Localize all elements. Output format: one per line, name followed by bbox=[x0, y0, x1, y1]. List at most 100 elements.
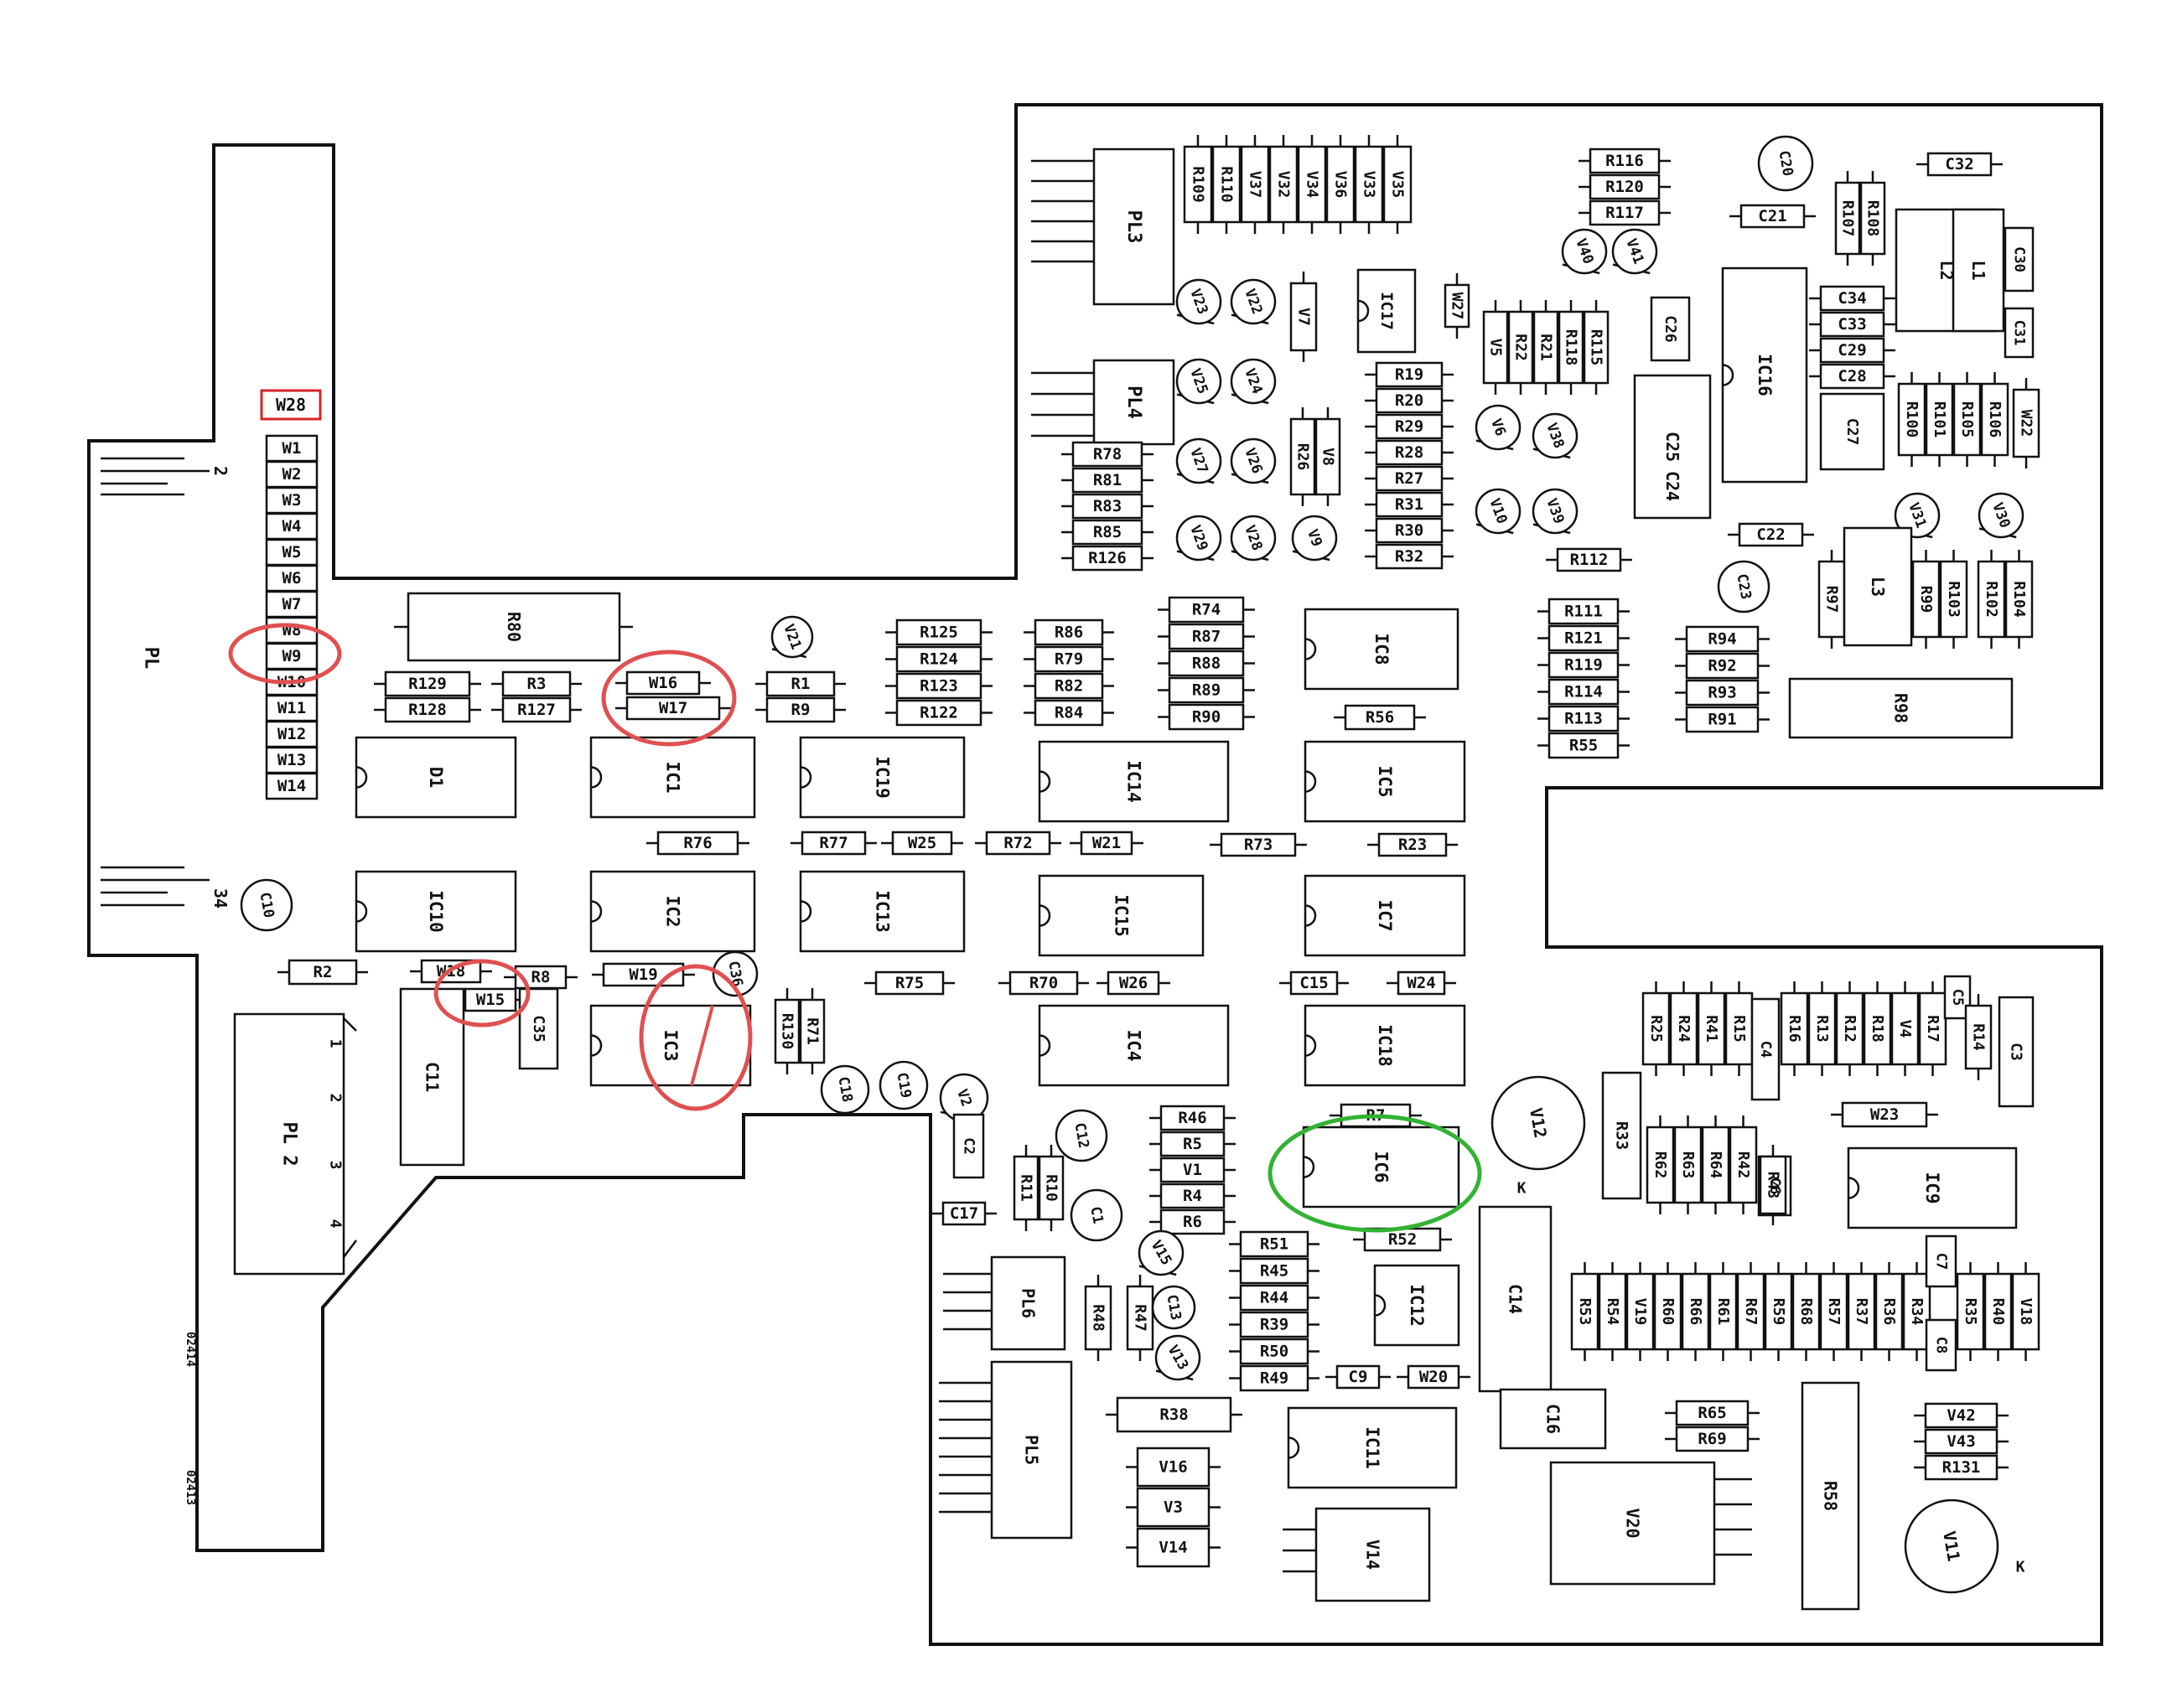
resistor-r36 bbox=[1874, 1272, 1904, 1351]
resistor-r64 bbox=[1701, 1126, 1730, 1204]
label-r84: R84 bbox=[1055, 704, 1083, 722]
transistor-v38 bbox=[1532, 412, 1579, 459]
board-outline bbox=[87, 103, 2103, 1646]
ic-notch bbox=[1374, 1294, 1387, 1317]
label-c29: C29 bbox=[1838, 341, 1866, 360]
resistor-r101 bbox=[1925, 382, 1954, 457]
label-v1: V1 bbox=[1183, 1161, 1202, 1179]
resistor-r9 bbox=[765, 696, 836, 723]
label-w27: W27 bbox=[1449, 292, 1466, 320]
capacitor-c16 bbox=[1499, 1388, 1607, 1450]
label-ic16: IC16 bbox=[1755, 354, 1775, 396]
label-ic6: IC6 bbox=[1371, 1152, 1392, 1183]
resistor-r82 bbox=[1034, 672, 1104, 700]
ic-notch bbox=[355, 900, 368, 923]
label-r42: R42 bbox=[1734, 1152, 1752, 1179]
resistor-v34 bbox=[1297, 145, 1327, 224]
connector-pl2-pin: 3 bbox=[327, 1161, 345, 1170]
label-ic11: IC11 bbox=[1362, 1426, 1382, 1469]
label-r112: R112 bbox=[1570, 551, 1609, 569]
capacitor-c1 bbox=[1070, 1188, 1123, 1242]
resistor-w25 bbox=[891, 831, 953, 856]
label-ic3: IC3 bbox=[661, 1030, 681, 1062]
ic-ic3 bbox=[589, 1004, 752, 1087]
label-r70: R70 bbox=[1029, 974, 1058, 992]
resistor-r93 bbox=[1685, 679, 1760, 706]
resistor-r17 bbox=[1918, 991, 1947, 1066]
connector-pl2-pin: 2 bbox=[327, 1094, 345, 1103]
label-r32: R32 bbox=[1395, 547, 1423, 566]
ic-ic10 bbox=[355, 870, 517, 953]
label-r59: R59 bbox=[1770, 1298, 1787, 1326]
capacitor-c20 bbox=[1757, 135, 1814, 192]
resistor-r55 bbox=[1547, 732, 1620, 759]
annotation-w28-label: W28 bbox=[276, 395, 306, 415]
resistor-r14 bbox=[1964, 1004, 1993, 1070]
resistor-r23 bbox=[1377, 832, 1448, 857]
capacitor-c30 bbox=[2004, 226, 2035, 292]
label-r6: R6 bbox=[1183, 1213, 1202, 1231]
resistor-r102 bbox=[1977, 560, 2006, 639]
label-r76: R76 bbox=[683, 834, 712, 852]
resistor-r100 bbox=[1897, 382, 1926, 457]
label-r74: R74 bbox=[1192, 601, 1221, 619]
ic-ic9 bbox=[1847, 1146, 2018, 1229]
label-r97: R97 bbox=[1823, 586, 1841, 613]
label-r29: R29 bbox=[1395, 417, 1423, 436]
ic-notch bbox=[1304, 904, 1317, 927]
resistor-r46 bbox=[1159, 1105, 1226, 1131]
resistor-r72 bbox=[985, 831, 1051, 856]
ic-ic18 bbox=[1304, 1004, 1466, 1087]
resistor-v36 bbox=[1325, 145, 1356, 224]
resistor-r43 bbox=[1759, 1155, 1787, 1215]
label-r128: R128 bbox=[408, 701, 447, 719]
label-r117: R117 bbox=[1605, 204, 1644, 222]
ic-notch bbox=[590, 766, 603, 789]
resistor-w15 bbox=[464, 987, 517, 1012]
capacitor-c36 bbox=[712, 950, 759, 997]
label-r13: R13 bbox=[1813, 1015, 1831, 1043]
label-r44: R44 bbox=[1260, 1289, 1288, 1307]
resistor-r97 bbox=[1817, 560, 1846, 639]
label-r20: R20 bbox=[1395, 391, 1423, 410]
resistor-r111 bbox=[1547, 598, 1620, 625]
label-r41: R41 bbox=[1703, 1015, 1720, 1043]
pcb-trace bbox=[343, 1017, 357, 1032]
label-v14: V14 bbox=[1159, 1539, 1187, 1557]
resistor-v14 bbox=[1136, 1527, 1211, 1568]
resistor-r67 bbox=[1736, 1272, 1765, 1351]
label-r57: R57 bbox=[1825, 1298, 1843, 1326]
capacitor-c12 bbox=[1055, 1109, 1108, 1162]
wire-link-label: W7 bbox=[283, 595, 302, 613]
connector-fingers-bottom bbox=[101, 866, 210, 907]
label-ic15: IC15 bbox=[1112, 894, 1132, 937]
wire-link-label: W1 bbox=[283, 439, 302, 458]
resistor-r104 bbox=[2004, 560, 2034, 639]
label-w15: W15 bbox=[476, 991, 505, 1009]
label-r25: R25 bbox=[1647, 1015, 1665, 1043]
resistor-r116 bbox=[1589, 148, 1661, 174]
label-r103: R103 bbox=[1945, 581, 1962, 617]
capacitor-c10 bbox=[240, 878, 293, 932]
label-r28: R28 bbox=[1395, 443, 1423, 462]
resistor-r90 bbox=[1168, 703, 1245, 731]
resistor-r120 bbox=[1589, 173, 1661, 200]
label-ic1: IC1 bbox=[663, 762, 683, 794]
resistor-r20 bbox=[1375, 387, 1444, 414]
resistor-r31 bbox=[1375, 491, 1444, 518]
resistor-r19 bbox=[1375, 361, 1444, 388]
resistor-r77 bbox=[801, 831, 867, 856]
resistor-r105 bbox=[1952, 382, 1982, 457]
label-r4: R4 bbox=[1183, 1187, 1202, 1205]
resistor-r131 bbox=[1924, 1454, 1999, 1481]
label-r11: R11 bbox=[1018, 1174, 1035, 1202]
label-r104: R104 bbox=[2010, 581, 2028, 618]
label-r48: R48 bbox=[1090, 1304, 1107, 1332]
resistor-r25 bbox=[1641, 991, 1671, 1066]
wire-link-label: W4 bbox=[283, 517, 302, 536]
resistor-r70 bbox=[1008, 970, 1079, 996]
label-c11: C11 bbox=[423, 1062, 443, 1092]
label-r115: R115 bbox=[1588, 329, 1605, 365]
label-r107: R107 bbox=[1839, 200, 1857, 236]
resistor-w21 bbox=[1080, 831, 1133, 856]
